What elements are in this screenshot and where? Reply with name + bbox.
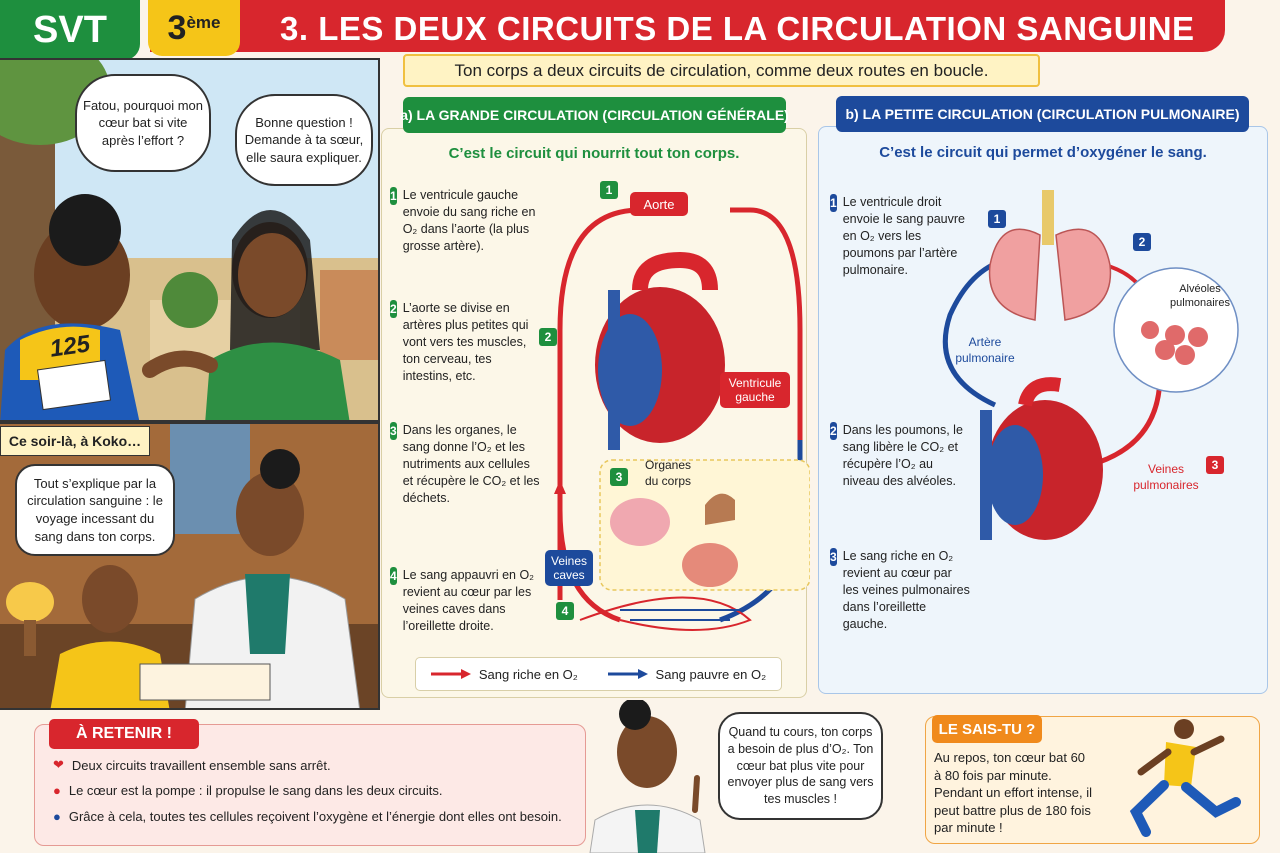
legend-rich-label: Sang riche en O₂ xyxy=(478,666,578,682)
step-text: Le sang appauvri en O₂ revient au cœur p… xyxy=(402,568,535,633)
grande-step-1: 1 Le ventricule gauche envoie du sang ric… xyxy=(390,187,540,255)
step-number: 1 xyxy=(390,187,397,205)
doctor-illustration xyxy=(589,700,706,853)
diagram-num-3: 3 xyxy=(610,468,628,486)
label-ventricule-gauche: Ventricule gauche xyxy=(720,372,790,408)
retenir-text: Le cœur est la pompe : il propulse le sa… xyxy=(68,783,443,798)
step-number: 3 xyxy=(830,548,837,566)
label-artere-pulmonaire: Artère pulmonaire xyxy=(955,335,1015,365)
legend-poor: Sang pauvre en O₂ xyxy=(607,666,767,682)
speech-bubble-sister: Bonne question ! Demande à ta sœur, elle… xyxy=(235,94,373,186)
retenir-item-3: ● Grâce à cela, toutes tes cellules reçoi… xyxy=(53,809,562,824)
saistu-title: LE SAIS-TU ? xyxy=(932,715,1042,743)
diagram-num-4: 4 xyxy=(556,602,574,620)
blue-arrow-icon xyxy=(607,669,648,679)
caption-box: Ce soir-là, à Koko… xyxy=(0,426,150,456)
title-petite-circulation: b) LA PETITE CIRCULATION (CIRCULATION PU… xyxy=(836,96,1249,132)
step-number: 2 xyxy=(390,300,397,318)
grande-circulation-diagram xyxy=(554,207,810,631)
diagram-num-1-petite: 1 xyxy=(988,210,1006,228)
intro-petite: C’est le circuit qui permet d’oxygéner l… xyxy=(879,144,1207,161)
petite-step-2: 2 Dans les poumons, le sang libère le CO₂… xyxy=(830,422,970,490)
step-text: Le sang riche en O₂ revient au cœur par … xyxy=(842,549,970,631)
step-number: 4 xyxy=(390,567,397,585)
runner-illustration xyxy=(1129,719,1241,837)
step-text: L’aorte se divise en artères plus petite… xyxy=(402,301,529,383)
saistu-box: LE SAIS-TU ? Au repos, ton cœur bat 60 à… xyxy=(925,715,1260,844)
diagram-num-1: 1 xyxy=(600,181,618,199)
retenir-title: À RETENIR ! xyxy=(49,719,199,749)
drop-icon: ● xyxy=(53,783,61,798)
step-number: 3 xyxy=(390,422,397,440)
step-text: Dans les poumons, le sang libère le CO₂ … xyxy=(842,423,963,488)
diagram-num-3-petite: 3 xyxy=(1206,456,1224,474)
heart-icon: ❤ xyxy=(53,757,64,772)
comic-illustration-top xyxy=(0,60,378,420)
retenir-text: Grâce à cela, toutes tes cellules reçoiv… xyxy=(68,809,562,824)
legend: Sang riche en O₂ Sang pauvre en O₂ xyxy=(415,657,782,691)
page-title: 3. LES DEUX CIRCUITS DE LA CIRCULATION S… xyxy=(280,10,1195,47)
person-icon: ● xyxy=(53,809,61,824)
step-text: Le ventricule droit envoie le sang pauvr… xyxy=(842,195,965,277)
grade-suffix: ème xyxy=(186,13,221,32)
label-aorte: Aorte xyxy=(630,192,688,216)
title-grande-circulation: a) LA GRANDE CIRCULATION (CIRCULATION GÉ… xyxy=(400,97,789,133)
step-text: Le ventricule gauche envoie du sang rich… xyxy=(402,188,536,253)
saistu-text: Au repos, ton cœur bat 60 à 80 fois par … xyxy=(934,750,1093,836)
page-subtitle: Ton corps a deux circuits de circulation… xyxy=(403,54,1040,87)
retenir-item-2: ● Le cœur est la pompe : il propulse le s… xyxy=(53,783,442,798)
red-arrow-icon xyxy=(430,669,471,679)
intro-grande: C’est le circuit qui nourrit tout ton co… xyxy=(448,145,740,162)
speech-bubble-doctor: Quand tu cours, ton corps a besoin de pl… xyxy=(718,712,883,820)
diagram-num-2: 2 xyxy=(539,328,557,346)
grande-step-4: 4 Le sang appauvri en O₂ revient au cœur … xyxy=(390,567,540,635)
grande-step-3: 3 Dans les organes, le sang donne l’O₂ et… xyxy=(390,422,540,506)
label-veines-caves: Veines caves xyxy=(545,550,593,586)
label-organes: Organes du corps xyxy=(644,458,692,488)
petite-step-1: 1 Le ventricule droit envoie le sang pauv… xyxy=(830,194,970,278)
retenir-box: À RETENIR ! ❤ Deux circuits travaillent e… xyxy=(34,719,586,846)
label-veines-pulmonaires: Veines pulmonaires xyxy=(1133,462,1199,492)
retenir-text: Deux circuits travaillent ensemble sans … xyxy=(71,757,331,773)
subject-badge: SVT xyxy=(0,0,140,60)
speech-bubble-runner: Fatou, pourquoi mon cœur bat si vite apr… xyxy=(75,74,211,172)
petite-circulation-diagram xyxy=(942,190,1239,540)
diagram-num-2-petite: 2 xyxy=(1133,233,1151,251)
legend-rich: Sang riche en O₂ xyxy=(430,666,578,682)
retenir-item-1: ❤ Deux circuits travaillent ensemble sans… xyxy=(53,757,331,773)
label-alveoles: Alvéoles pulmonaires xyxy=(1170,283,1230,310)
legend-poor-label: Sang pauvre en O₂ xyxy=(655,666,767,682)
petite-step-3: 3 Le sang riche en O₂ revient au cœur par… xyxy=(830,548,970,632)
comic-panel-top: 125 Fatou, pourquoi mon cœur bat si vite… xyxy=(0,58,380,422)
step-number: 1 xyxy=(830,194,837,212)
comic-panel-bottom: Ce soir-là, à Koko… Tout s’explique par … xyxy=(0,422,380,710)
title-banner xyxy=(150,0,1225,52)
step-number: 2 xyxy=(830,422,837,440)
grande-step-2: 2 L’aorte se divise en artères plus petit… xyxy=(390,300,540,384)
grade-number: 3 xyxy=(167,8,187,47)
speech-bubble-mother: Tout s’explique par la circulation sangu… xyxy=(15,464,175,556)
step-text: Dans les organes, le sang donne l’O₂ et … xyxy=(402,423,540,505)
runner-bib: 125 xyxy=(48,330,92,363)
